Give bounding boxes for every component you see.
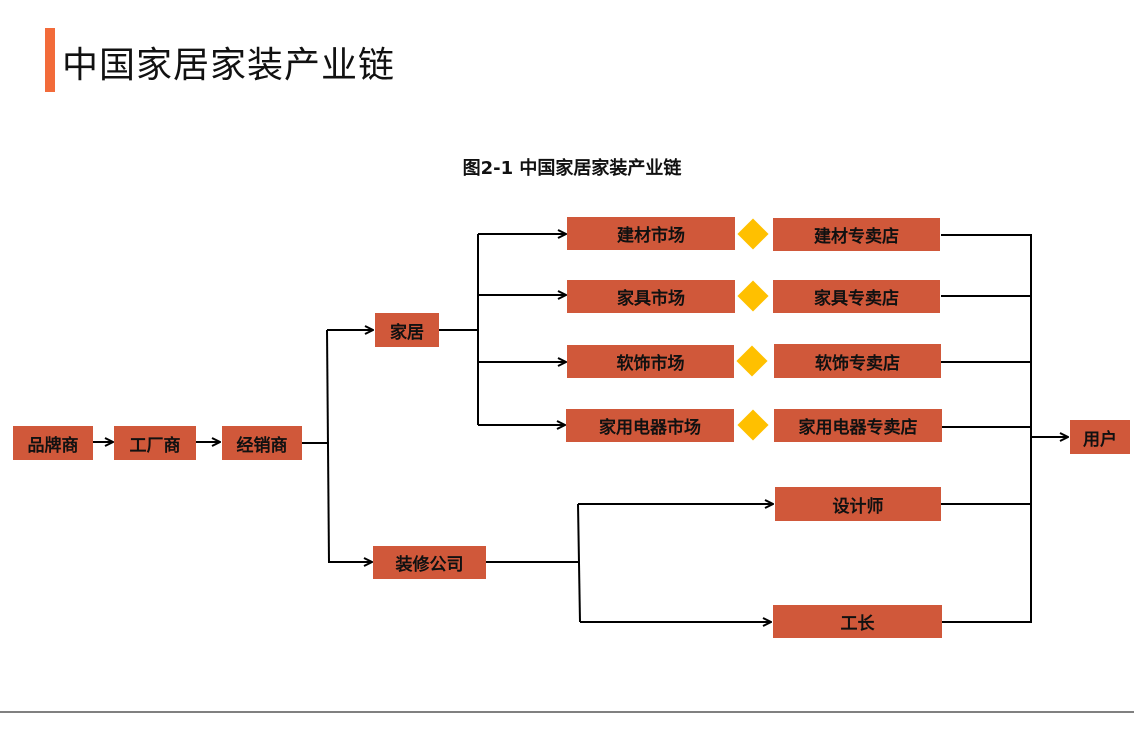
- node-store-appliance: 家用电器专卖店: [774, 409, 942, 442]
- figure-title: 图2-1 中国家居家装产业链: [462, 158, 682, 179]
- footer-divider: [0, 711, 1134, 713]
- node-decoration: 装修公司: [373, 546, 486, 579]
- page-title: 中国家居家装产业链: [62, 45, 396, 86]
- node-designer: 设计师: [775, 487, 941, 521]
- node-foreman: 工长: [773, 605, 942, 638]
- node-store-building: 建材专卖店: [773, 218, 940, 251]
- line-decoration-trunk: [577, 503, 581, 623]
- node-brand: 品牌商: [13, 426, 93, 460]
- node-store-furniture: 家具专卖店: [773, 280, 940, 313]
- node-market-appliance: 家用电器市场: [566, 409, 734, 442]
- node-dealer: 经销商: [222, 426, 302, 460]
- node-market-soft: 软饰市场: [567, 345, 734, 378]
- node-factory: 工厂商: [114, 426, 196, 460]
- node-market-building: 建材市场: [567, 217, 735, 250]
- node-store-soft: 软饰专卖店: [774, 344, 941, 378]
- node-market-furniture: 家具市场: [567, 280, 735, 313]
- title-accent-bar: [45, 28, 55, 92]
- node-user: 用户: [1070, 420, 1130, 454]
- node-home: 家居: [375, 313, 439, 347]
- line-dealer-trunk: [326, 329, 330, 564]
